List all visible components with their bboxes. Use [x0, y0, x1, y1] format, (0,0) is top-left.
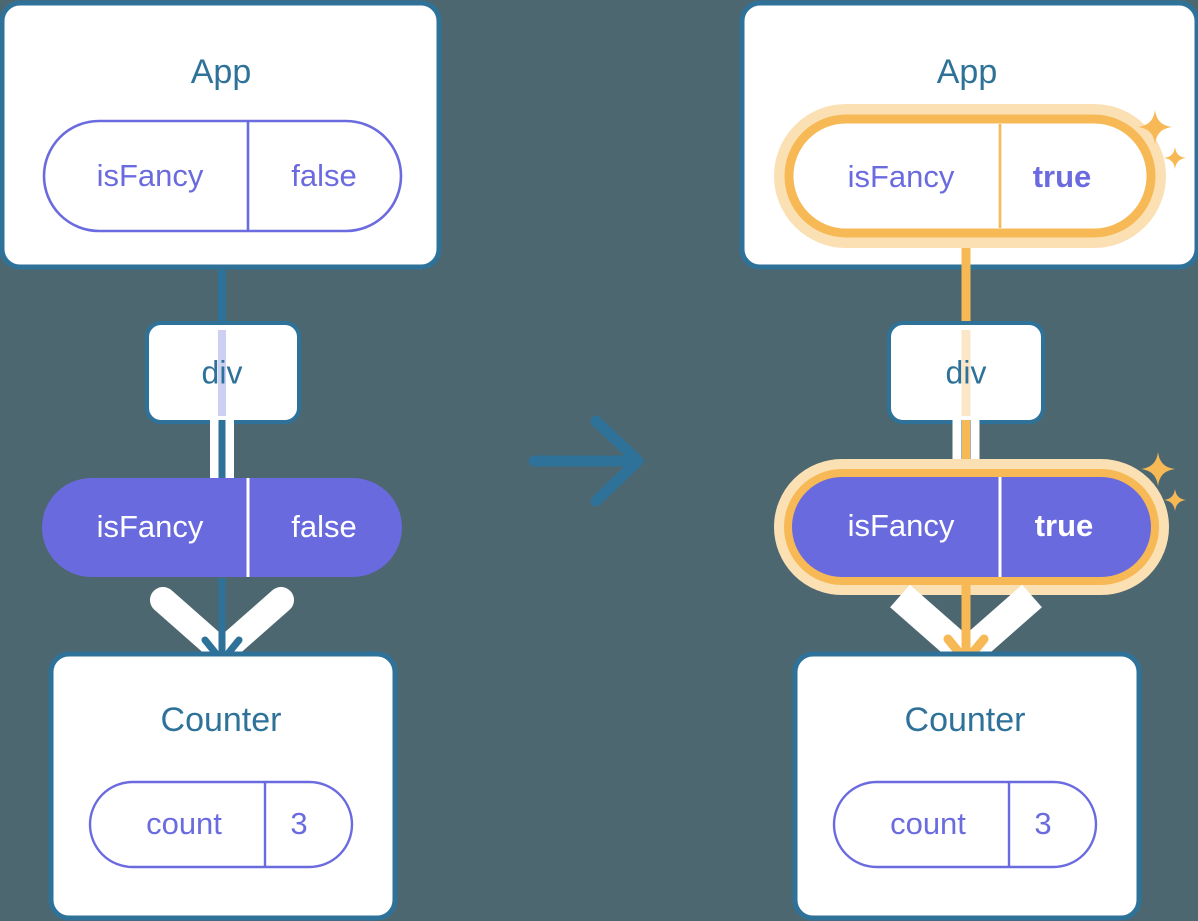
props-pill-after: isFancy true — [774, 459, 1169, 595]
panel-after: App isFancy true div — [739, 0, 1198, 921]
panel-before: App isFancy false div — [0, 0, 442, 921]
app-state-pill: isFancy false — [42, 119, 403, 233]
app-state-key: isFancy — [97, 158, 204, 193]
app-state-value-after: true — [1033, 159, 1092, 194]
div-label: div — [202, 354, 243, 390]
counter-state-value: 3 — [290, 806, 307, 841]
connector-div-to-props — [210, 420, 234, 484]
counter-state-pill-after: count 3 — [832, 780, 1098, 869]
counter-box-title-after: Counter — [905, 701, 1026, 739]
counter-state-key: count — [146, 806, 222, 841]
app-box-title-after: App — [937, 53, 998, 91]
counter-box-title: Counter — [161, 701, 282, 739]
app-state-value: false — [291, 158, 356, 193]
props-value-after: true — [1035, 508, 1094, 543]
props-pill-shape — [42, 478, 402, 577]
arrow-down-icon-left — [201, 578, 243, 665]
props-pill: isFancy false — [42, 478, 402, 577]
transition-arrow — [528, 415, 644, 507]
props-pill-glow — [774, 459, 1169, 595]
props-key: isFancy — [97, 509, 204, 544]
app-state-pill-glow — [774, 104, 1166, 248]
div-label-after: div — [946, 354, 987, 390]
counter-state-pill-shape — [88, 780, 354, 869]
counter-state-value-after: 3 — [1034, 806, 1051, 841]
app-box-title: App — [191, 53, 252, 91]
app-state-pill-after: isFancy true — [774, 104, 1166, 248]
app-state-pill-ring — [784, 114, 1156, 238]
props-pill-shape-after — [784, 469, 1159, 585]
app-state-pill-shape — [42, 119, 403, 233]
counter-state-pill-shape-after — [832, 780, 1098, 869]
counter-state-pill: count 3 — [88, 780, 354, 869]
props-value: false — [291, 509, 356, 544]
app-state-key-after: isFancy — [848, 159, 955, 194]
props-key-after: isFancy — [848, 508, 955, 543]
counter-state-key-after: count — [890, 806, 966, 841]
